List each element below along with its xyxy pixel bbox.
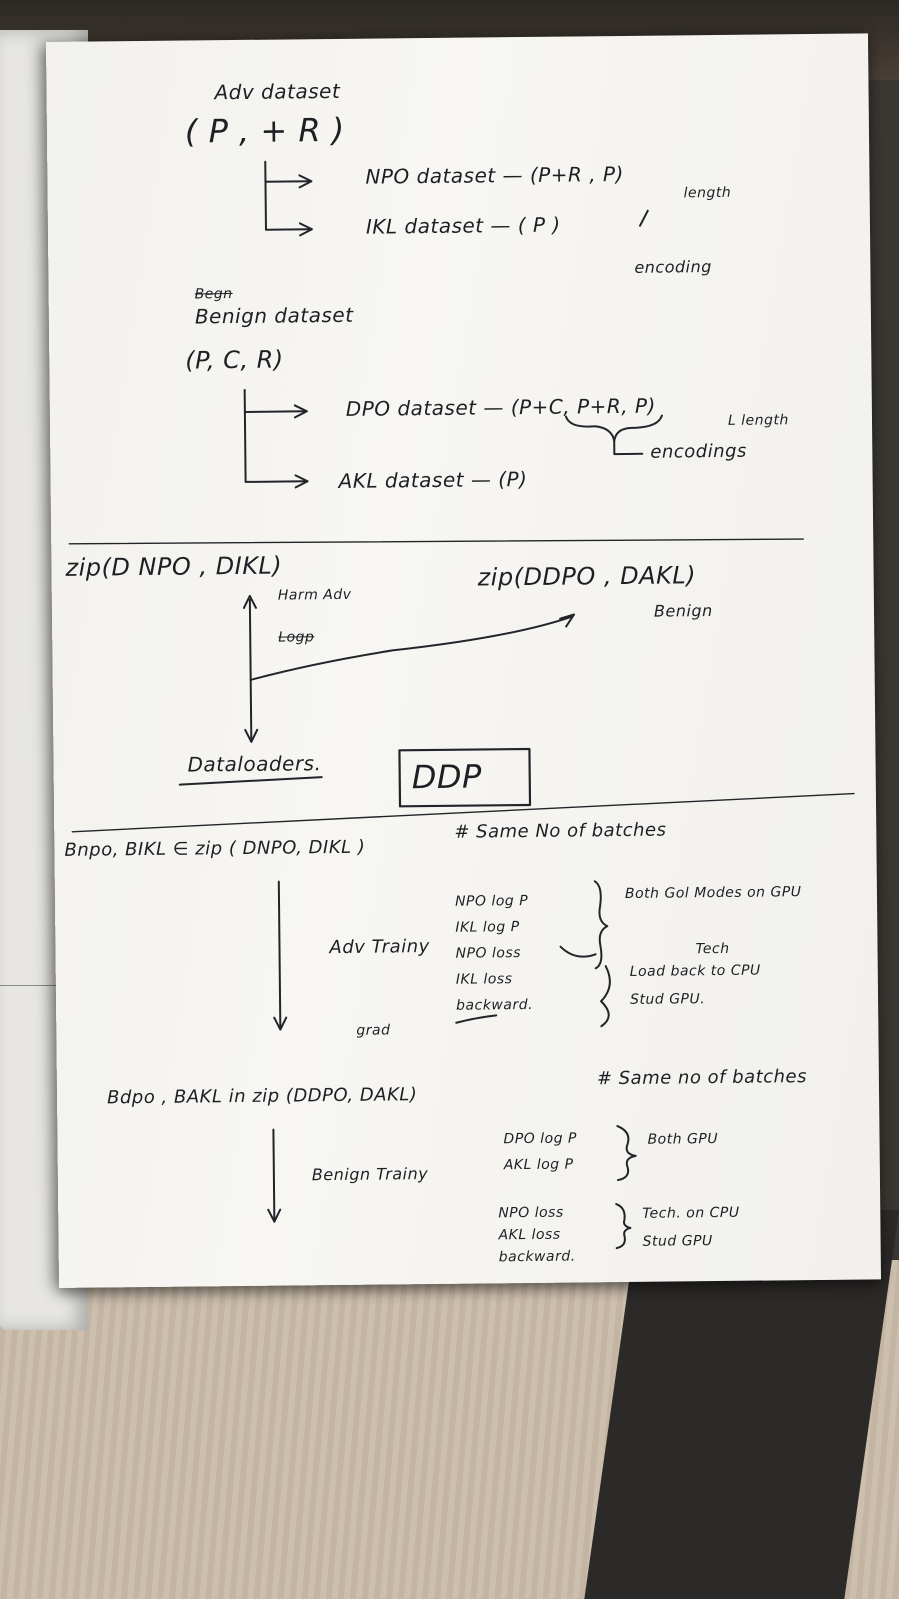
adv-brace — [593, 880, 609, 970]
zip-adv: zip(D NPO , DIKL) — [65, 551, 283, 582]
benign-side-b1: Tech. on CPU — [642, 1204, 740, 1222]
benign-zip-note: Benign — [653, 601, 713, 621]
benign-brace-b — [615, 1203, 632, 1250]
dataloaders-label: Dataloaders. — [187, 751, 322, 777]
adv-step-2: IKL log P — [455, 919, 520, 936]
adv-side-tech: Tech — [695, 940, 730, 958]
encodings-note: encodings — [650, 440, 747, 463]
ikl-encoding-note: encoding — [634, 257, 712, 277]
ddp-label: DDP — [411, 757, 482, 797]
benign-tuple: (P, C, R) — [185, 345, 284, 375]
encodings-brace — [564, 414, 663, 443]
akl-dataset-line: AKL dataset — (P) — [338, 466, 528, 493]
adv-tuple: ( P , + R ) — [184, 110, 345, 151]
divider-2 — [71, 792, 855, 833]
adv-step-5: backward. — [456, 996, 534, 1014]
benign-step-a1: DPO log P — [503, 1130, 578, 1148]
adv-train-arrow — [277, 880, 282, 1029]
ddp-box — [398, 747, 532, 808]
ikl-dataset-line: IKL dataset — ( P ) — [365, 212, 561, 239]
grad-line — [455, 1014, 498, 1024]
benign-step-b2: AKL loss — [498, 1226, 561, 1244]
left-page-rule — [0, 985, 70, 986]
arrow-akl — [243, 410, 307, 483]
adv-dataset-title: Adv dataset — [214, 78, 341, 105]
encoding-pointer — [638, 209, 649, 227]
benign-step-a2: AKL log P — [503, 1156, 574, 1174]
adv-loop-line: Bnpo, BIKL ∈ zip ( DNPO, DIKL ) — [64, 836, 366, 861]
notebook-page: Adv dataset ( P , + R ) NPO dataset — (P… — [46, 33, 882, 1288]
adv-grad-note: grad — [356, 1022, 391, 1039]
npo-length-note: length — [683, 184, 732, 202]
adv-step-4: IKL loss — [455, 971, 513, 988]
curve-to-benign — [249, 615, 574, 681]
benign-batches-comment: # Same no of batches — [596, 1066, 808, 1090]
arrow-dpo — [243, 388, 306, 413]
harm-adv-note: Harm Adv — [277, 586, 352, 604]
adv-batches-comment: # Same No of batches — [454, 819, 667, 843]
dpo-length-note: L length — [727, 412, 789, 429]
dpo-dataset-line: DPO dataset — (P+C, P+R, P) — [345, 393, 656, 421]
adv-step-3: NPO loss — [455, 945, 522, 962]
benign-training-label: Benign Trainy — [311, 1164, 429, 1185]
benign-struck-word: Begn — [194, 286, 233, 303]
logp-struck: Logp — [278, 629, 315, 646]
arrow-npo — [264, 160, 311, 183]
adv-side-note-1: Both Gol Modes on GPU — [624, 884, 802, 902]
dataloaders-underline — [178, 776, 323, 786]
benign-brace-a — [616, 1125, 637, 1182]
adv-side-note-3: Stud GPU. — [629, 991, 706, 1008]
npo-dataset-line: NPO dataset — (P+R , P) — [365, 161, 624, 189]
benign-step-b1: NPO loss — [498, 1204, 564, 1222]
arrow-ikl — [264, 180, 311, 231]
arrow-to-dataloaders — [248, 598, 253, 741]
zip-benign: zip(DDPO , DAKL) — [477, 561, 697, 592]
benign-step-b3: backward. — [498, 1248, 576, 1266]
adv-training-label: Adv Trainy — [329, 936, 430, 959]
benign-dataset-title: Benign dataset — [194, 302, 354, 329]
adv-step-1: NPO log P — [454, 892, 529, 910]
ink-strokes — [68, 160, 855, 1250]
benign-loop-line: Bdpo , BAKL in zip (DDPO, DAKL) — [106, 1084, 418, 1109]
divider-1 — [68, 538, 804, 545]
benign-train-arrow — [272, 1128, 276, 1221]
benign-side-a: Both GPU — [647, 1131, 719, 1148]
benign-side-b2: Stud GPU — [642, 1233, 713, 1250]
adv-side-note-2: Load back to CPU — [629, 962, 761, 980]
